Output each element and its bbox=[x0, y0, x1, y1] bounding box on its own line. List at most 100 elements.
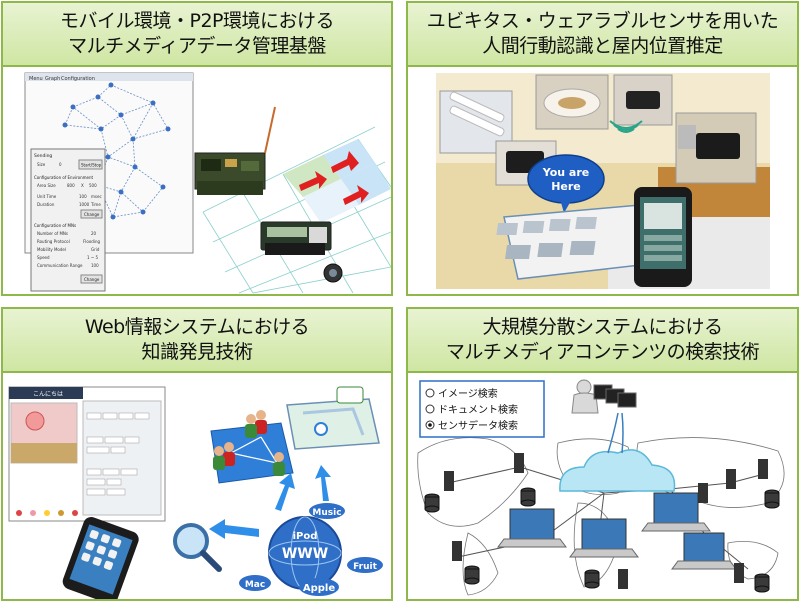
panel-web-knowledge: Web情報システムにおける 知識発見技術 こんにちは bbox=[1, 307, 393, 601]
map-tile bbox=[286, 386, 380, 450]
bubble-line2: Here bbox=[551, 180, 581, 193]
menu-item[interactable]: Graph bbox=[45, 76, 60, 82]
sensor-node-core bbox=[329, 269, 337, 277]
group-title: Configuration of Environment bbox=[34, 175, 93, 180]
field-label: Routing Protocol bbox=[37, 239, 70, 244]
panel-body: イメージ検索 ドキュメント検索 センサデータ検索 bbox=[408, 373, 797, 599]
field-value: 0 bbox=[59, 162, 62, 167]
change-button[interactable] bbox=[80, 274, 103, 284]
laptop-icon bbox=[671, 532, 737, 570]
simulator-menubar bbox=[25, 73, 193, 81]
panel-header: Web情報システムにおける 知識発見技術 bbox=[3, 309, 391, 373]
panel-title-line1: 大規模分散システムにおける bbox=[482, 316, 723, 338]
panel-title-line1: ユビキタス・ウェアラブルセンサを用いた bbox=[426, 10, 779, 32]
smartphone-icon bbox=[634, 187, 692, 287]
field-value: Grid bbox=[91, 247, 100, 252]
field-value: 1000 bbox=[79, 202, 90, 207]
settings-dialog bbox=[30, 148, 106, 292]
user-icon bbox=[571, 379, 637, 454]
start-stop-button[interactable] bbox=[78, 159, 103, 170]
field-label: Size bbox=[37, 162, 46, 167]
search-options-box bbox=[419, 380, 545, 438]
tag-bubble: Music bbox=[309, 503, 345, 519]
web-app-sidebar bbox=[82, 400, 162, 516]
panel-title-line2: マルチメディアデータ管理基盤 bbox=[68, 35, 326, 57]
sensor-board-icon bbox=[194, 106, 276, 195]
field-label: Communication Range bbox=[37, 263, 83, 268]
search-option[interactable]: センサデータ検索 bbox=[425, 419, 518, 432]
panel-mobile-p2p: モバイル環境・P2P環境における マルチメディアデータ管理基盤 Menu Gra… bbox=[1, 1, 393, 296]
floor-map bbox=[496, 204, 659, 280]
field-label: Number of MNs bbox=[37, 231, 68, 236]
field-value: msec bbox=[91, 194, 102, 199]
panel-title-line2: 知識発見技術 bbox=[141, 341, 253, 363]
tag-bubble: Mac bbox=[239, 575, 271, 591]
field-value: 1 ~ 5 bbox=[87, 255, 98, 260]
web-knowledge-illustration: こんにちは bbox=[8, 386, 383, 599]
indoor-positioning-illustration: You are Here bbox=[436, 73, 770, 289]
panel-body: こんにちは bbox=[3, 373, 391, 599]
panel-body: You are Here bbox=[408, 67, 797, 294]
location-bubble: You are Here bbox=[527, 154, 605, 213]
search-option[interactable]: イメージ検索 bbox=[425, 387, 498, 400]
field-label: Mobility Model bbox=[37, 247, 66, 252]
group-title: Sending bbox=[34, 153, 52, 159]
change-button[interactable] bbox=[80, 209, 103, 219]
field-label: Duration bbox=[37, 202, 55, 207]
panel-title-line2: 人間行動認識と屋内位置推定 bbox=[482, 35, 723, 57]
field-value: 100 bbox=[91, 263, 99, 268]
web-app-tag-buttons bbox=[86, 412, 150, 496]
menu-item[interactable]: Menu bbox=[29, 76, 43, 82]
field-value: 800 bbox=[67, 183, 75, 188]
search-option-label: センサデータ検索 bbox=[438, 419, 518, 432]
field-value: X bbox=[81, 183, 84, 188]
wireless-signal-icon bbox=[609, 120, 643, 133]
menu-item[interactable]: Configuration bbox=[61, 76, 95, 82]
field-label: Area Size bbox=[37, 183, 56, 188]
tag-label: Mac bbox=[245, 580, 265, 590]
web-app-header bbox=[9, 387, 83, 399]
mobile-p2p-illustration: Menu Graph Configuration bbox=[24, 72, 391, 294]
start-stop-label: Start/Stop bbox=[81, 163, 102, 168]
search-option-label: イメージ検索 bbox=[438, 387, 498, 400]
tag-label: Music bbox=[312, 508, 341, 518]
field-value: Flooding bbox=[83, 239, 100, 244]
panel-title-line2: マルチメディアコンテンツの検索技術 bbox=[445, 341, 760, 363]
panel-title-line1: Web情報システムにおける bbox=[84, 316, 310, 338]
panel-title-line1: モバイル環境・P2P環境における bbox=[59, 10, 335, 32]
radio-selected-dot bbox=[428, 423, 432, 427]
grid-cells bbox=[283, 139, 391, 223]
globe-tag: iPod bbox=[293, 531, 318, 542]
network-nodes bbox=[62, 82, 171, 220]
laptop-icon bbox=[641, 492, 711, 532]
search-option[interactable]: ドキュメント検索 bbox=[425, 403, 518, 416]
change-label: Change bbox=[84, 277, 100, 282]
field-value: 500 bbox=[89, 183, 97, 188]
tag-bubble: Apple bbox=[299, 578, 339, 596]
web-app-title: こんにちは bbox=[33, 391, 63, 398]
globe-tag: WWW bbox=[282, 546, 328, 562]
storage-icon bbox=[424, 487, 780, 593]
panel-distributed-search: 大規模分散システムにおける マルチメディアコンテンツの検索技術 bbox=[406, 307, 799, 601]
sensor-board-icon bbox=[260, 221, 332, 255]
panel-header: モバイル環境・P2P環境における マルチメディアデータ管理基盤 bbox=[3, 3, 391, 67]
tag-bubble: Fruit bbox=[347, 557, 383, 573]
globe-icon bbox=[268, 516, 342, 590]
smartphone-icon bbox=[62, 517, 139, 599]
bubble-line1: You are bbox=[542, 166, 589, 179]
toolbar-icons bbox=[16, 510, 78, 516]
panel-header: ユビキタス・ウェアラブルセンサを用いた 人間行動認識と屋内位置推定 bbox=[408, 3, 797, 67]
user-group-icon bbox=[213, 410, 285, 476]
panel-header: 大規模分散システムにおける マルチメディアコンテンツの検索技術 bbox=[408, 309, 797, 373]
panel-body: Menu Graph Configuration bbox=[3, 67, 391, 294]
group-title: Configuration of MNs bbox=[34, 223, 76, 228]
laptop-icon bbox=[569, 518, 639, 558]
tag-label: Fruit bbox=[353, 562, 378, 572]
distributed-search-illustration: イメージ検索 ドキュメント検索 センサデータ検索 bbox=[417, 379, 785, 596]
field-label: Speed bbox=[37, 255, 50, 260]
direction-arrow-icon bbox=[299, 151, 369, 205]
field-value: 100 bbox=[79, 194, 87, 199]
laptop-icon bbox=[497, 508, 567, 548]
field-value: Time bbox=[90, 202, 101, 207]
